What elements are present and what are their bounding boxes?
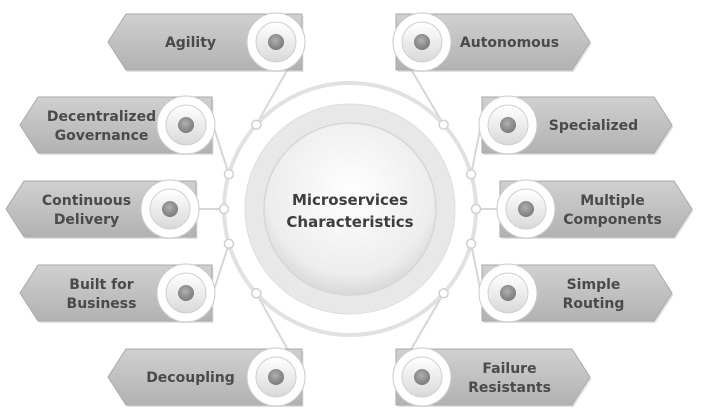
tag-label-line1: Multiple: [580, 193, 645, 209]
tag-label-line1: Decentralized: [47, 109, 156, 125]
bullet-dot-icon: [178, 117, 194, 133]
bullet-dot-icon: [162, 201, 178, 217]
tag-label-line2: Business: [67, 296, 137, 312]
tag-label-line1: Failure: [482, 361, 536, 377]
left-tag-4: Decoupling: [107, 347, 306, 407]
connector-line: [470, 124, 482, 175]
bullet-dot-icon: [518, 201, 534, 217]
tag-label-line2: Delivery: [54, 212, 119, 228]
ring-connector-dot: [223, 169, 235, 180]
tag-label-line2: Governance: [55, 128, 149, 144]
bullet-dot-icon: [268, 369, 284, 385]
ring-connector-dot: [223, 238, 235, 249]
right-tag-1: Specialized: [478, 95, 674, 155]
bullet-dot-icon: [500, 285, 516, 301]
center-circle: [263, 122, 437, 296]
tag-label-line1: Decoupling: [146, 370, 235, 386]
connector-line: [212, 243, 230, 294]
ring-dots: [218, 119, 482, 299]
tag-label-line1: Autonomous: [460, 35, 559, 51]
bullet-dot-icon: [414, 369, 430, 385]
tag-label-line1: Agility: [165, 35, 216, 51]
characteristic-tags: AgilityDecentralizedGovernanceContinuous…: [5, 12, 694, 407]
ring-connector-dot: [438, 119, 449, 130]
ring-connector-dot: [438, 288, 449, 299]
center-title-line1: Microservices: [292, 191, 408, 209]
bullet-dot-icon: [414, 34, 430, 50]
tag-label-line1: Built for: [69, 277, 134, 293]
center-title-line2: Characteristics: [286, 213, 413, 231]
ring-connector-dot: [465, 169, 477, 180]
bullet-dot-icon: [268, 34, 284, 50]
ring-connector-dot: [465, 238, 477, 249]
tag-label-line2: Resistants: [468, 380, 551, 396]
left-tag-0: Agility: [107, 12, 306, 72]
tag-label-line2: Routing: [563, 296, 625, 312]
ring-connector-dot: [218, 203, 230, 215]
connector-line: [470, 243, 482, 294]
ring-connector-dot: [251, 288, 262, 299]
ring-connector-dot: [251, 119, 262, 130]
tag-label-line1: Specialized: [549, 118, 638, 134]
tag-label-line1: Simple: [567, 277, 621, 293]
bullet-dot-icon: [500, 117, 516, 133]
connector-line: [212, 124, 230, 175]
bullet-dot-icon: [178, 285, 194, 301]
tag-label-line1: Continuous: [42, 193, 131, 209]
tag-label-line2: Components: [563, 212, 662, 228]
ring-connector-dot: [470, 203, 482, 215]
right-tag-0: Autonomous: [392, 12, 592, 72]
